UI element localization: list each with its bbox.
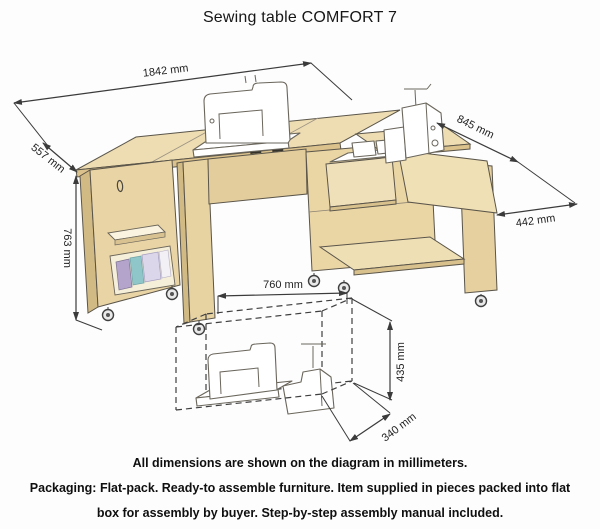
- serger-machine: [383, 83, 445, 164]
- storage-item-teal: [129, 255, 145, 286]
- drawer-front-edge: [329, 199, 397, 212]
- door-handle: [116, 179, 124, 193]
- casters: [101, 273, 488, 336]
- bottom-shelf-edge: [353, 258, 465, 276]
- dashed-box-front-bottom: [175, 393, 323, 411]
- storage-item-white: [158, 249, 172, 279]
- storage-item-lavender: [141, 251, 162, 283]
- footer-line-dimensions: All dimensions are shown on the diagram …: [132, 456, 468, 470]
- storage-item-purple: [115, 258, 133, 291]
- inset-width-label: 760 mm: [263, 279, 303, 291]
- door-shelf-edge: [114, 231, 166, 246]
- inset-depth-label: 340 mm: [380, 411, 419, 445]
- inset-height-label: 435 mm: [395, 342, 407, 382]
- inset-sewing-machine: [195, 342, 293, 407]
- footer-line-packaging: Packaging: Flat-pack. Ready-to assemble …: [29, 480, 571, 495]
- dashed-box-right-bottom: [321, 380, 353, 395]
- table-drawing: [75, 74, 498, 336]
- sewing-machine: [192, 74, 301, 158]
- apron-panel: [207, 148, 308, 205]
- organizer-tray: [351, 140, 377, 158]
- dim-width-total-label: 1842 mm: [142, 62, 189, 79]
- footer-line-assembly: box for assembly by buyer. Step-by-step …: [96, 505, 504, 520]
- tabletop-seam: [151, 128, 213, 163]
- dim-height-label: 763 mm: [61, 228, 73, 268]
- desk-leg-panel: [182, 158, 216, 323]
- inset-serger-machine: [282, 343, 335, 415]
- footer-notes: All dimensions are shown on the diagram …: [0, 451, 600, 525]
- page-title: Sewing table COMFORT 7: [202, 9, 398, 26]
- drawer-front: [325, 156, 397, 208]
- inset-compartment-drawing: [175, 297, 353, 415]
- dim-right-wing-label: 442 mm: [515, 212, 556, 229]
